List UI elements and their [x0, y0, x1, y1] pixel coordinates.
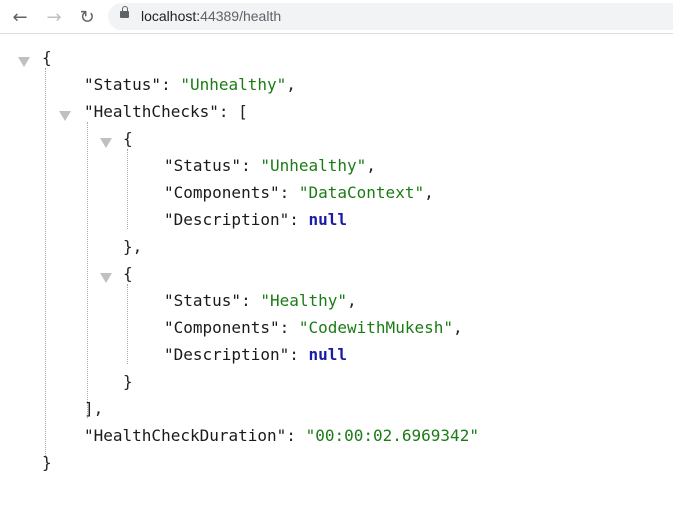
json-line: }: [42, 449, 52, 476]
entry-0-description-row: "Description": null: [164, 206, 347, 233]
json-token: "Description": [164, 210, 290, 229]
forward-button[interactable]: →: [42, 5, 66, 29]
json-token: "Status": [164, 156, 242, 175]
forward-arrow-icon: →: [46, 6, 62, 28]
root-close-brace: }: [42, 453, 52, 472]
back-button[interactable]: ←: [8, 5, 32, 29]
array-close-bracket: ],: [84, 399, 104, 418]
array-guide: [87, 122, 88, 418]
json-token: ,: [366, 156, 376, 175]
entry-0-status-row: "Status": "Unhealthy",: [164, 152, 376, 179]
json-token: "Components": [164, 318, 280, 337]
json-line: {: [42, 44, 52, 71]
json-token: :: [279, 183, 299, 202]
status-key: "Status": [84, 75, 162, 94]
json-token: :: [279, 318, 299, 337]
root-status-row: "Status": "Unhealthy",: [84, 71, 296, 98]
entry-1-components-value: "CodewithMukesh": [298, 318, 453, 337]
browser-toolbar: ← → ↻ localhost:44389/health: [0, 0, 673, 34]
json-token: :: [289, 345, 309, 364]
entry-1-description-row: "Description": null: [164, 341, 347, 368]
entry-1-close: }: [123, 372, 133, 391]
reload-icon: ↻: [79, 6, 95, 28]
collapse-entry-1-icon[interactable]: [100, 273, 112, 283]
entry-1-components-row: "Components": "CodewithMukesh",: [164, 314, 463, 341]
json-token: :: [286, 426, 306, 445]
json-token: :: [241, 156, 261, 175]
back-arrow-icon: ←: [12, 6, 28, 28]
json-line: },: [123, 233, 142, 260]
healthchecks-key: "HealthChecks": [84, 102, 219, 121]
duration-value: "00:00:02.6969342": [305, 426, 479, 445]
reload-button[interactable]: ↻: [75, 5, 99, 29]
json-token: "Components": [164, 183, 280, 202]
json-token: :: [241, 291, 261, 310]
json-token: "Status": [164, 291, 242, 310]
entry-1-status-row: "Status": "Healthy",: [164, 287, 357, 314]
status-value: "Unhealthy": [180, 75, 287, 94]
entry-1-status-value: "Healthy": [260, 291, 348, 310]
address-bar[interactable]: localhost:44389/health: [108, 3, 673, 30]
json-token: :: [289, 210, 309, 229]
healthchecks-row: "HealthChecks": [: [84, 98, 248, 125]
collapse-root-icon[interactable]: [18, 57, 30, 67]
json-line: }: [123, 368, 133, 395]
json-token: ,: [347, 291, 357, 310]
entry-0-description-value: null: [308, 210, 348, 229]
entry-0-components-row: "Components": "DataContext",: [164, 179, 434, 206]
json-token: "Description": [164, 345, 290, 364]
root-guide: [45, 68, 46, 458]
json-token: :: [218, 102, 239, 121]
entry-0-components-value: "DataContext": [298, 183, 425, 202]
root-open-brace: {: [42, 48, 52, 67]
duration-row: "HealthCheckDuration": "00:00:02.6969342…: [84, 422, 479, 449]
json-line: {: [123, 260, 133, 287]
duration-key: "HealthCheckDuration": [84, 426, 287, 445]
json-line: {: [123, 125, 133, 152]
json-token: ,: [286, 75, 296, 94]
entry0-guide: [127, 149, 128, 229]
array-open-bracket: [: [238, 102, 248, 121]
entry-0-close: },: [123, 237, 143, 256]
entry1-guide: [127, 284, 128, 364]
entry-1-description-value: null: [308, 345, 348, 364]
collapse-entry-0-icon[interactable]: [100, 138, 112, 148]
json-token: ,: [424, 183, 434, 202]
json-token: :: [161, 75, 181, 94]
entry-1-open: {: [123, 264, 133, 283]
collapse-healthchecks-icon[interactable]: [59, 111, 71, 121]
json-token: ,: [452, 318, 463, 337]
lock-icon: [120, 6, 129, 18]
json-line: ],: [84, 395, 103, 422]
url-path: 44389/health: [200, 8, 282, 24]
url-host: localhost:: [141, 8, 201, 24]
url-text[interactable]: localhost:44389/health: [141, 8, 281, 24]
entry-0-open: {: [123, 129, 133, 148]
entry-0-status-value: "Unhealthy": [260, 156, 367, 175]
